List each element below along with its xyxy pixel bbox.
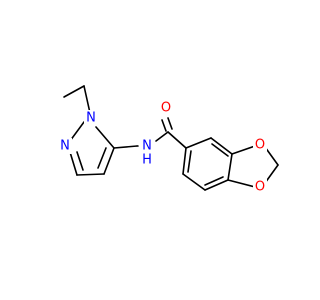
- dioxole-o2-atom: O: [253, 179, 267, 195]
- bond-dioxole-c3-o1: [231, 145, 256, 155]
- bond-carbonyl-c-o: [161, 119, 167, 132]
- bonds: [63, 85, 279, 191]
- bond-amide-n-carbonyl-c: [155, 131, 169, 142]
- pyrazole-n1-label: N: [86, 111, 96, 126]
- bond-benzene-3-4: [227, 153, 233, 181]
- bond-dioxole-o1-ch2: [264, 146, 279, 166]
- bond-pyrazole-n2-c3: [69, 151, 78, 176]
- carbonyl-oxygen-atom: O: [159, 100, 173, 116]
- bond-pyrazole-n2-c3-double: [76, 151, 84, 171]
- dioxole-o2-label: O: [255, 180, 265, 195]
- bond-benzene-4-5: [204, 179, 229, 191]
- pyrazole-n2-label: N: [60, 139, 70, 154]
- bond-benzene-6-1: [182, 147, 187, 175]
- molecule-diagram: N N N H O O O: [58, 85, 279, 195]
- pyrazole-n1-atom: N: [84, 110, 98, 126]
- bond-benzene-6-1-inner: [187, 150, 192, 173]
- dioxole-o1-atom: O: [253, 137, 267, 153]
- amide-nitrogen-atom: N H: [140, 137, 154, 168]
- bond-dioxole-ch2-o2: [264, 164, 279, 184]
- bond-benzene-2-3-inner: [211, 143, 229, 157]
- bond-ethyl-ch3-ch2: [63, 85, 85, 98]
- bond-pyrazole-n1-n2: [69, 121, 85, 142]
- dioxole-o1-label: O: [255, 138, 265, 153]
- bond-benzene-1-2: [185, 137, 212, 149]
- bond-ethyl-ch2-n1: [83, 85, 91, 114]
- bond-pyrazole-c5-n1: [95, 126, 115, 149]
- amide-nitrogen-label: N: [142, 139, 152, 154]
- bond-carbonyl-c-aromatic: [167, 131, 187, 149]
- carbonyl-oxygen-label: O: [161, 101, 171, 116]
- bond-benzene-2-3: [210, 137, 233, 155]
- bond-dioxole-o2-c4: [227, 179, 256, 188]
- bond-benzene-4-5-inner: [204, 176, 224, 186]
- bond-pyrazole-c3-c4: [76, 173, 105, 176]
- bond-c5-ch2: [113, 145, 138, 149]
- amide-hydrogen-label: H: [142, 153, 152, 168]
- bond-carbonyl-c-o-double: [167, 117, 173, 130]
- atom-labels: N N N H O O O: [58, 100, 267, 195]
- bond-pyrazole-c4-c5-double: [97, 147, 107, 169]
- bond-benzene-5-6: [182, 173, 206, 191]
- molecule-structure: N N N H O O O: [58, 85, 279, 195]
- bond-pyrazole-c4-c5: [103, 147, 115, 175]
- pyrazole-n2-atom: N: [58, 138, 72, 154]
